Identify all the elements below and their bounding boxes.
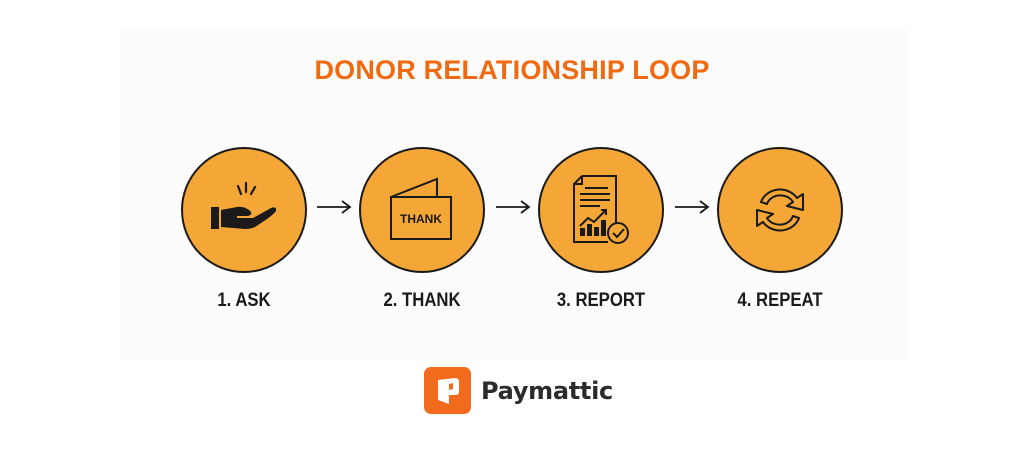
hand-offering-icon — [211, 181, 277, 229]
report-document-check-icon — [573, 175, 629, 244]
brand-lockup: Paymattic — [424, 367, 613, 414]
step-label-repeat: 4. REPEAT — [737, 290, 823, 311]
step-thank-circle: THANK — [359, 147, 485, 273]
step-label-report: 3. REPORT — [556, 290, 646, 311]
arrow-right-icon — [317, 200, 352, 214]
svg-text:THANK: THANK — [400, 212, 442, 226]
step-repeat-circle — [717, 147, 843, 273]
step-report-circle — [538, 147, 664, 273]
refresh-cycle-icon — [756, 188, 804, 232]
step-label-ask: 1. ASK — [217, 290, 271, 311]
step-label-thank: 2. THANK — [383, 290, 461, 311]
brand-name: Paymattic — [481, 376, 613, 405]
paymattic-logo-icon — [424, 367, 471, 414]
step-ask-circle — [181, 147, 307, 273]
arrow-right-icon — [496, 200, 531, 214]
arrow-right-icon — [675, 200, 710, 214]
diagram-title: DONOR RELATIONSHIP LOOP — [314, 55, 710, 85]
thank-you-card-icon: THANK — [390, 177, 452, 240]
